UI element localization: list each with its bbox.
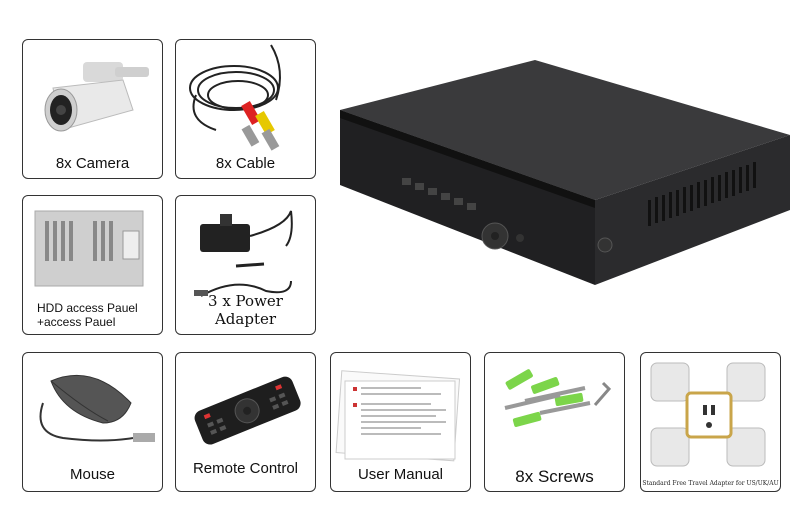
power-adapter-image xyxy=(194,210,293,297)
dvr-device-image xyxy=(340,60,790,285)
camera-image xyxy=(44,62,149,132)
mouse-label: Mouse xyxy=(69,466,116,483)
mouse-card: Mouse xyxy=(22,352,163,492)
adapter-caption: Standard Free Travel Adapter for US/UK/A… xyxy=(642,480,779,487)
cable-image xyxy=(189,44,281,151)
screws-image xyxy=(504,369,612,428)
camera-card: 8x Camera xyxy=(22,39,163,179)
manual-image xyxy=(335,370,461,462)
camera-label: 8x Camera xyxy=(55,155,130,172)
manual-label: User Manual xyxy=(357,466,444,483)
power-card: 3 x Power Adapter xyxy=(175,195,316,335)
remote-label: Remote Control xyxy=(192,460,299,477)
cable-label: 8x Cable xyxy=(215,155,276,172)
screws-label: 8x Screws xyxy=(515,467,594,486)
adapter-card: Standard Free Travel Adapter for US/UK/A… xyxy=(640,352,781,492)
power-label: 3 x Power Adapter xyxy=(208,292,283,328)
manual-card: User Manual xyxy=(330,352,471,492)
travel-adapter-image xyxy=(650,362,766,467)
remote-image xyxy=(194,376,301,445)
screws-card: 8x Screws xyxy=(484,352,625,492)
hdd-card: HDD access Pauel +access Pauel xyxy=(22,195,163,335)
hdd-label-line1: HDD access Pauel xyxy=(37,301,138,315)
hdd-label-line2: +access Pauel xyxy=(37,315,116,329)
cable-card: 8x Cable xyxy=(175,39,316,179)
hdd-panel-image xyxy=(34,210,144,287)
mouse-image xyxy=(39,374,155,442)
remote-card: Remote Control xyxy=(175,352,316,492)
